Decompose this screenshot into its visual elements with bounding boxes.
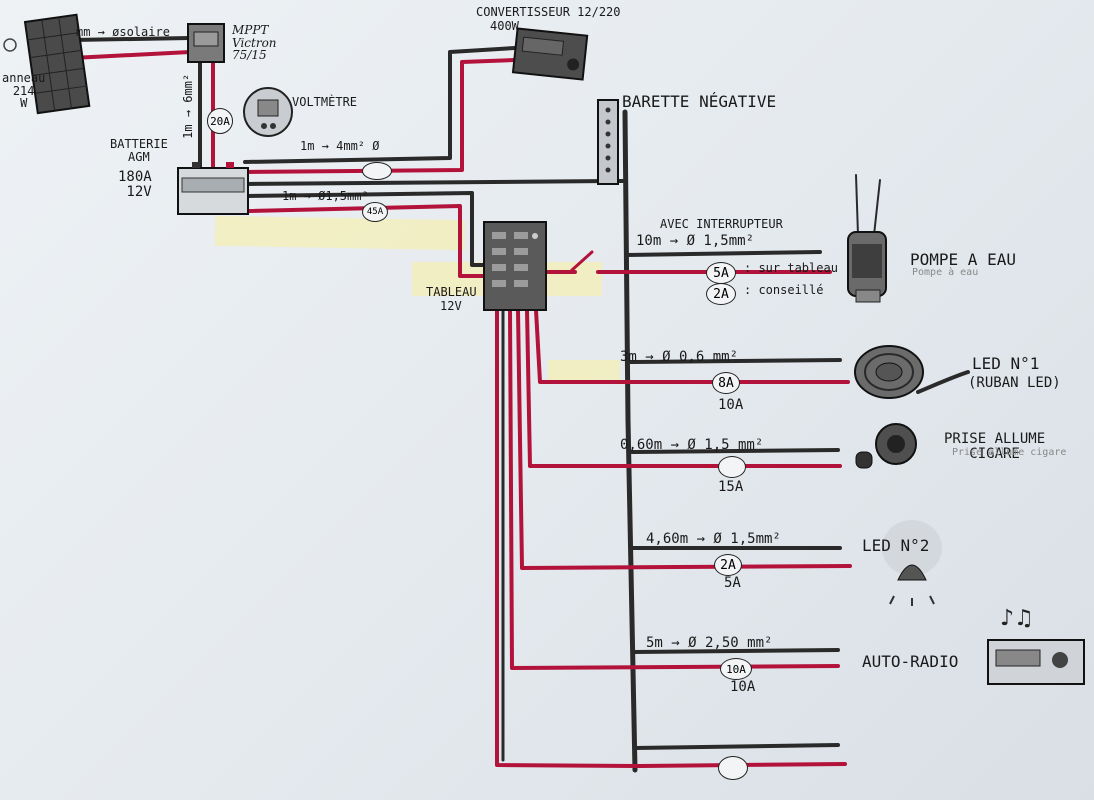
sun-icon bbox=[3, 38, 17, 52]
converter-fuse bbox=[362, 162, 392, 180]
wire-led1-neg bbox=[628, 358, 842, 364]
battery-icon bbox=[177, 162, 249, 215]
lighter-device-label: PRISE ALLUME CIGARE bbox=[944, 431, 1046, 462]
converter-power: 400W bbox=[490, 19, 519, 33]
solar-panel-icon bbox=[23, 13, 91, 115]
led2-device-label: LED N°2 bbox=[862, 536, 930, 555]
water-pump-icon bbox=[847, 231, 887, 303]
pump-fuse-advised-note: : conseillé bbox=[744, 283, 824, 297]
negative-bar-icon bbox=[597, 99, 619, 185]
led2-fuse-rating: 5A bbox=[724, 575, 741, 591]
mppt-icon bbox=[187, 23, 225, 63]
wire-solar-pos bbox=[70, 50, 192, 60]
wire-solar-neg bbox=[70, 36, 192, 42]
mppt-cable-label: 1m → 6mm² bbox=[181, 73, 196, 139]
battery-specs: 180A 12V bbox=[118, 169, 152, 200]
lighter-device-sublabel: Prise allume cigare bbox=[952, 447, 1067, 458]
converter-icon bbox=[511, 27, 589, 81]
highlight-led1 bbox=[548, 360, 620, 382]
radio-cable: 5m → Ø 2,50 mm² bbox=[646, 635, 773, 651]
spare-fuse bbox=[718, 756, 748, 780]
fuse-panel-icon bbox=[483, 221, 547, 311]
panel-fuse: 45A bbox=[362, 202, 388, 222]
voltmeter-icon bbox=[243, 87, 293, 137]
negative-bar-label: BARETTE NÉGATIVE bbox=[622, 92, 777, 111]
solar-panel-label: anneau 214 W bbox=[2, 71, 46, 111]
battery-label: BATTERIE AGM bbox=[110, 137, 168, 164]
mppt-fuse: 20A bbox=[207, 108, 233, 134]
wire-panel-pos bbox=[246, 204, 492, 278]
radio-device-label: AUTO-RADIO bbox=[862, 652, 959, 671]
pump-wire-a bbox=[855, 174, 859, 236]
radio-fuse-rating: 10A bbox=[730, 679, 756, 695]
led1-fuse-rating: 10A bbox=[718, 397, 744, 413]
music-note-icon: ♪♫ bbox=[1000, 606, 1034, 631]
lighter-cable: 0,60m → Ø 1,5 mm² bbox=[620, 437, 764, 453]
voltmeter-label: VOLTMÈTRE bbox=[292, 95, 358, 109]
cigarette-socket-icon bbox=[855, 423, 917, 469]
led-strip-tail bbox=[916, 370, 970, 394]
pump-fuse: 5A bbox=[706, 262, 736, 284]
led1-device-label: LED N°1 bbox=[972, 354, 1040, 373]
led2-fuse: 2A bbox=[714, 554, 742, 576]
wire-battery-neg-bus bbox=[243, 179, 614, 186]
led1-cable: 3m → Ø 0,6 mm² bbox=[620, 349, 739, 365]
pump-cable: 10m → Ø 1,5mm² bbox=[636, 233, 755, 249]
pump-device-label: POMPE A EAU bbox=[910, 250, 1016, 269]
bundle-6 bbox=[534, 308, 850, 384]
switch-stub bbox=[570, 250, 594, 272]
battery-cable-panel: 1m → Ø1,5mm² bbox=[282, 189, 369, 203]
wire-converter-neg bbox=[243, 46, 517, 164]
wire-pump-neg bbox=[624, 250, 822, 257]
radio-fuse: 10A bbox=[720, 658, 752, 680]
led-bulb-icon bbox=[882, 520, 942, 606]
solar-cable-label: mm → øsolaire bbox=[76, 25, 170, 39]
battery-cable-converter: 1m → 4mm² Ø bbox=[300, 139, 380, 153]
lighter-fuse-rating: 15A bbox=[718, 479, 744, 495]
mppt-label: MPPT Victron 75/15 bbox=[232, 23, 277, 63]
wire-panel-neg bbox=[243, 191, 492, 267]
bundle-1 bbox=[495, 308, 642, 768]
wire-radio-neg bbox=[632, 648, 840, 654]
led1-fuse: 8A bbox=[712, 372, 740, 394]
pump-note: AVEC INTERRUPTEUR bbox=[660, 217, 783, 231]
led-strip-icon bbox=[854, 345, 924, 399]
car-radio-icon: ♪♫ bbox=[987, 606, 1085, 685]
wire-spare-neg bbox=[633, 743, 840, 750]
pump-device-sublabel: Pompe à eau bbox=[912, 267, 979, 278]
converter-title: CONVERTISSEUR 12/220 bbox=[476, 5, 621, 19]
panel-title: TABLEAU bbox=[426, 285, 477, 299]
pump-fuse-advised: 2A bbox=[706, 283, 736, 305]
lighter-fuse bbox=[718, 456, 746, 478]
led2-cable: 4,60m → Ø 1,5mm² bbox=[646, 531, 781, 547]
wire-converter-pos bbox=[243, 58, 517, 174]
led1-device-sublabel: (RUBAN LED) bbox=[968, 375, 1061, 391]
pump-fuse-note: : sur tableau bbox=[744, 261, 838, 275]
panel-voltage: 12V bbox=[440, 299, 462, 313]
wire-lighter-neg bbox=[630, 448, 840, 454]
pump-wire-b bbox=[873, 179, 881, 236]
